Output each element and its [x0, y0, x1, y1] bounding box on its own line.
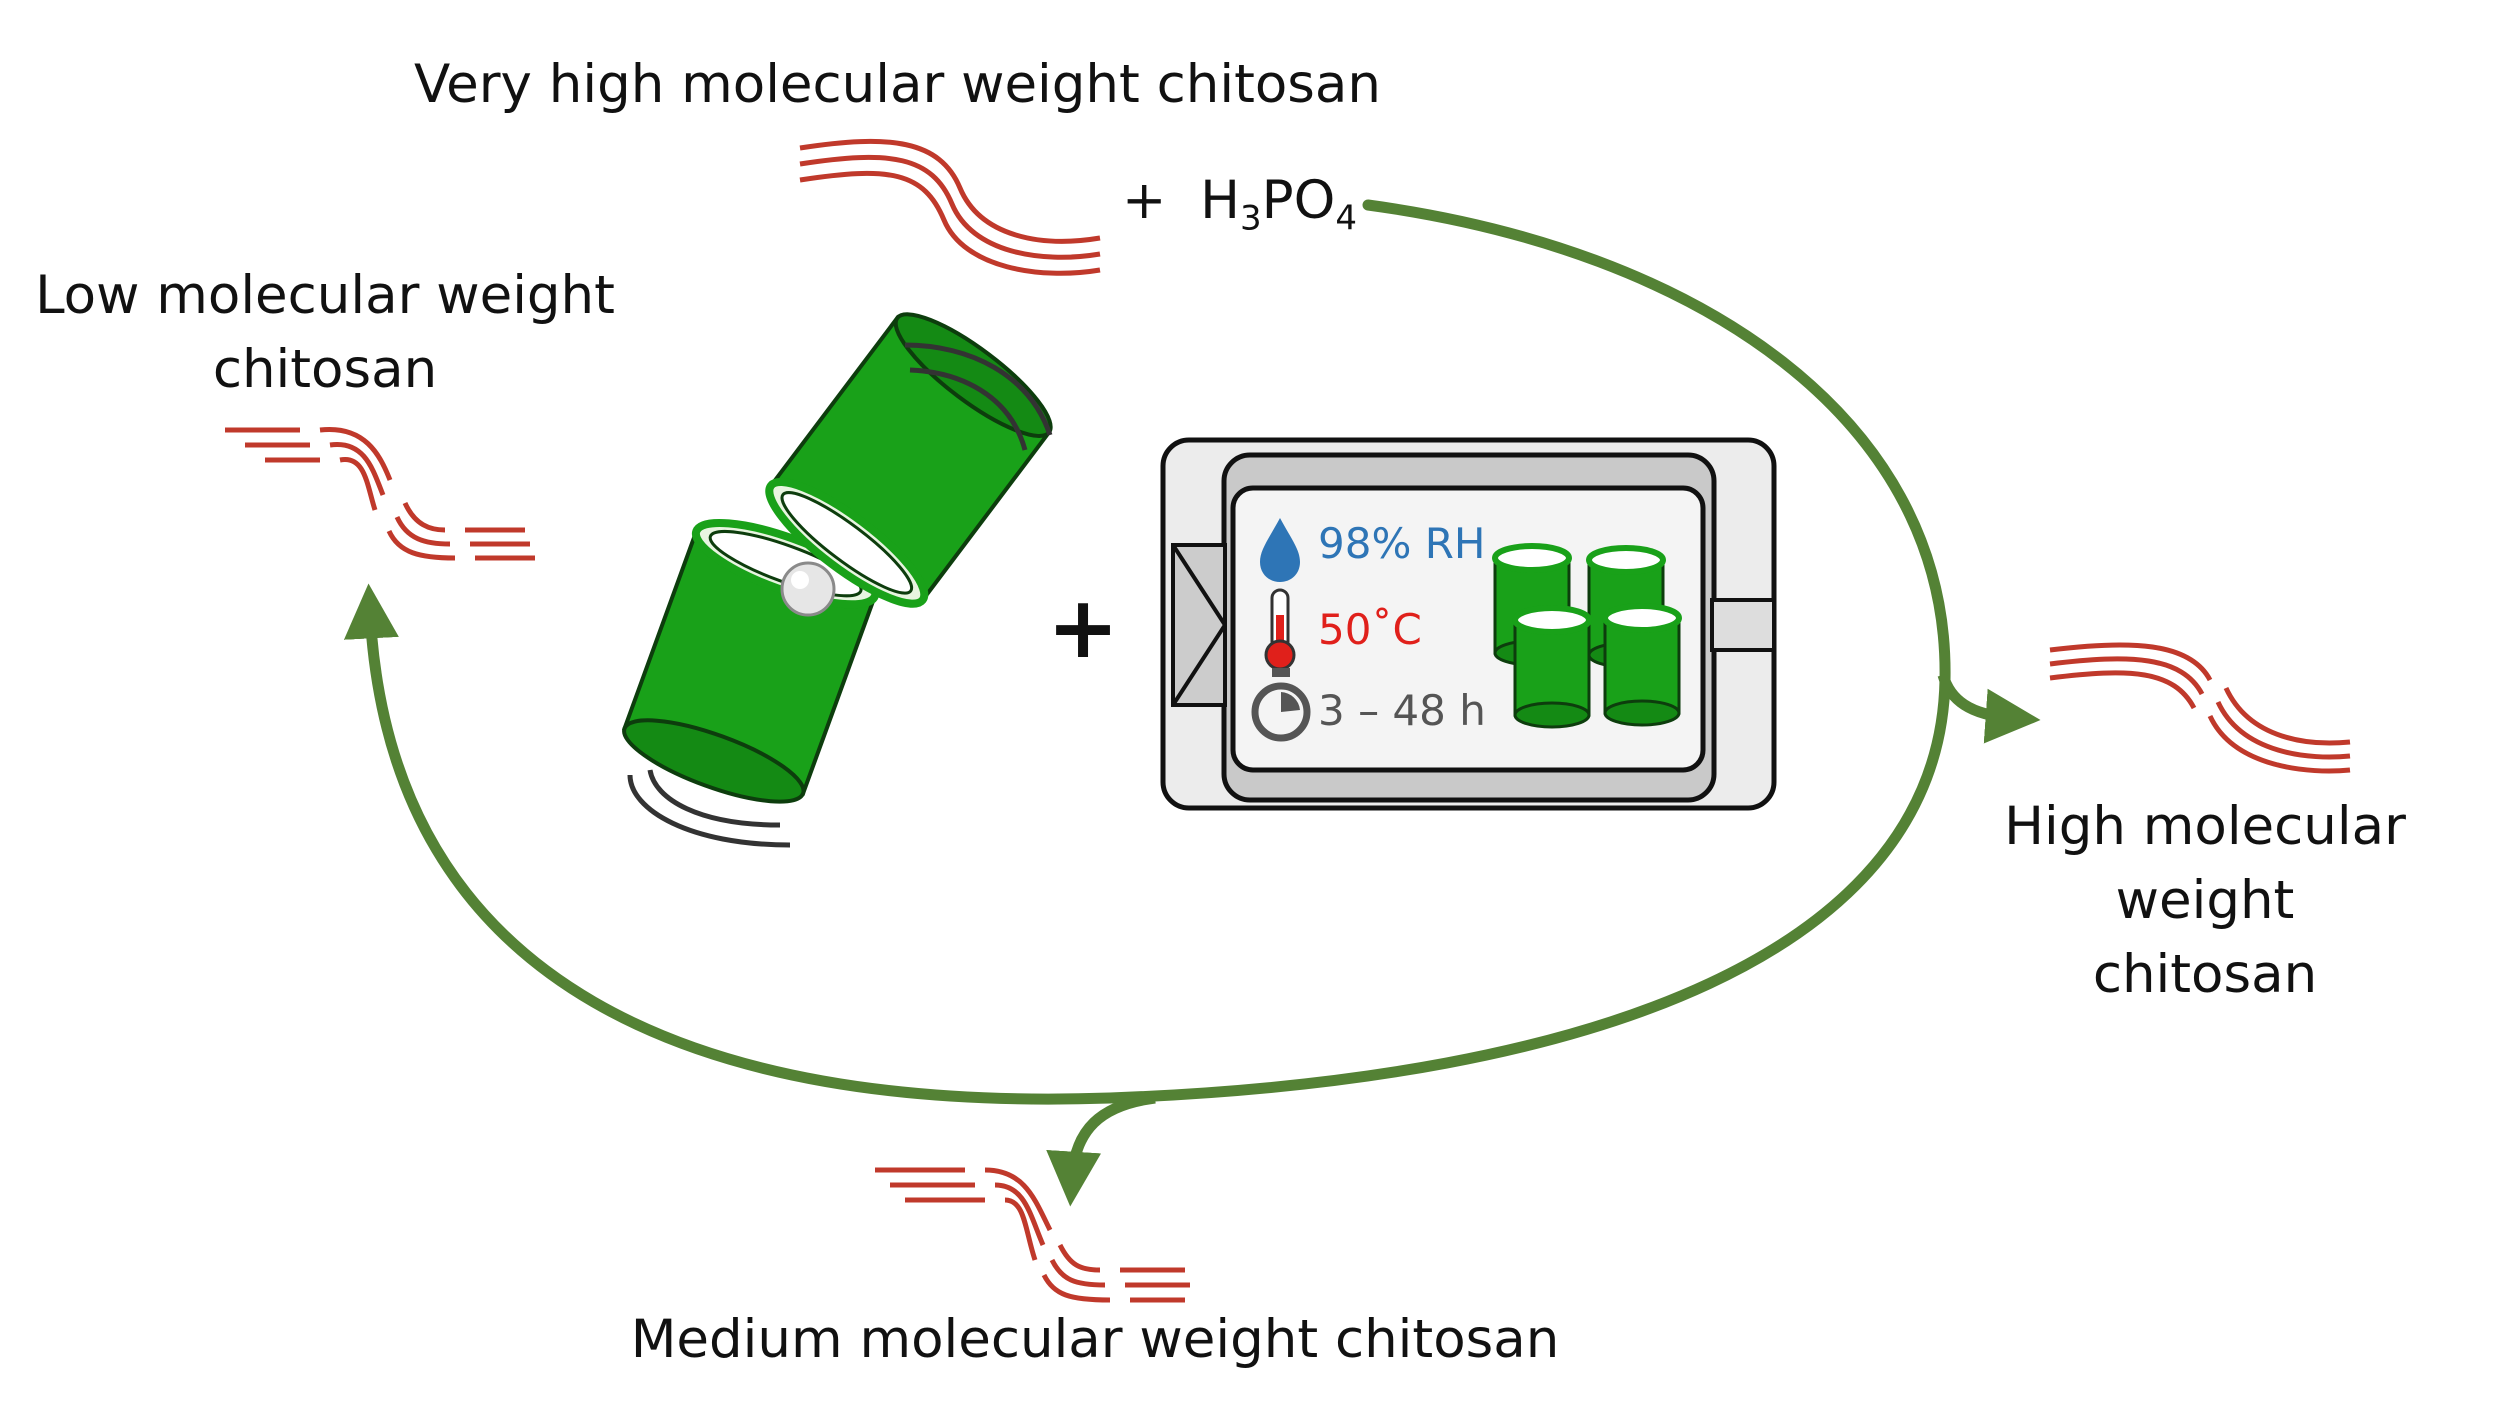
- cycle-arrow: [343, 199, 1951, 1105]
- sample-jars-icon: [1492, 543, 1682, 729]
- branch-arrow-medium: [1046, 1092, 1156, 1207]
- vibration-marks: [627, 342, 1053, 848]
- water-drop-icon: [1260, 518, 1300, 582]
- chain-high: [2049, 642, 2351, 774]
- temperature-value: 50˚C: [1318, 605, 1422, 654]
- reagent-plus: +: [1122, 170, 1167, 231]
- chain-low: [225, 426, 535, 561]
- label-very-high-mw: Very high molecular weight chitosan: [414, 54, 1381, 115]
- humidity-value: 98% RH: [1318, 519, 1486, 568]
- thermometer-icon: [1264, 588, 1296, 671]
- stopwatch-icon: [1251, 668, 1311, 742]
- climate-chamber: [1160, 437, 1777, 811]
- chain-medium: [875, 1167, 1190, 1303]
- branch-arrow-high: [1937, 673, 2041, 744]
- label-high-mw: High molecular weight chitosan: [2004, 796, 2406, 1006]
- time-value: 3 – 48 h: [1318, 686, 1486, 735]
- ball-mill-jar-icon: [621, 312, 1053, 804]
- chain-very-high: [800, 141, 1100, 273]
- reagent-label: + H3PO4: [1122, 170, 1357, 239]
- process-plus: +: [1047, 578, 1120, 678]
- label-medium-mw: Medium molecular weight chitosan: [630, 1309, 1560, 1370]
- label-low-mw: Low molecular weight chitosan: [35, 265, 615, 401]
